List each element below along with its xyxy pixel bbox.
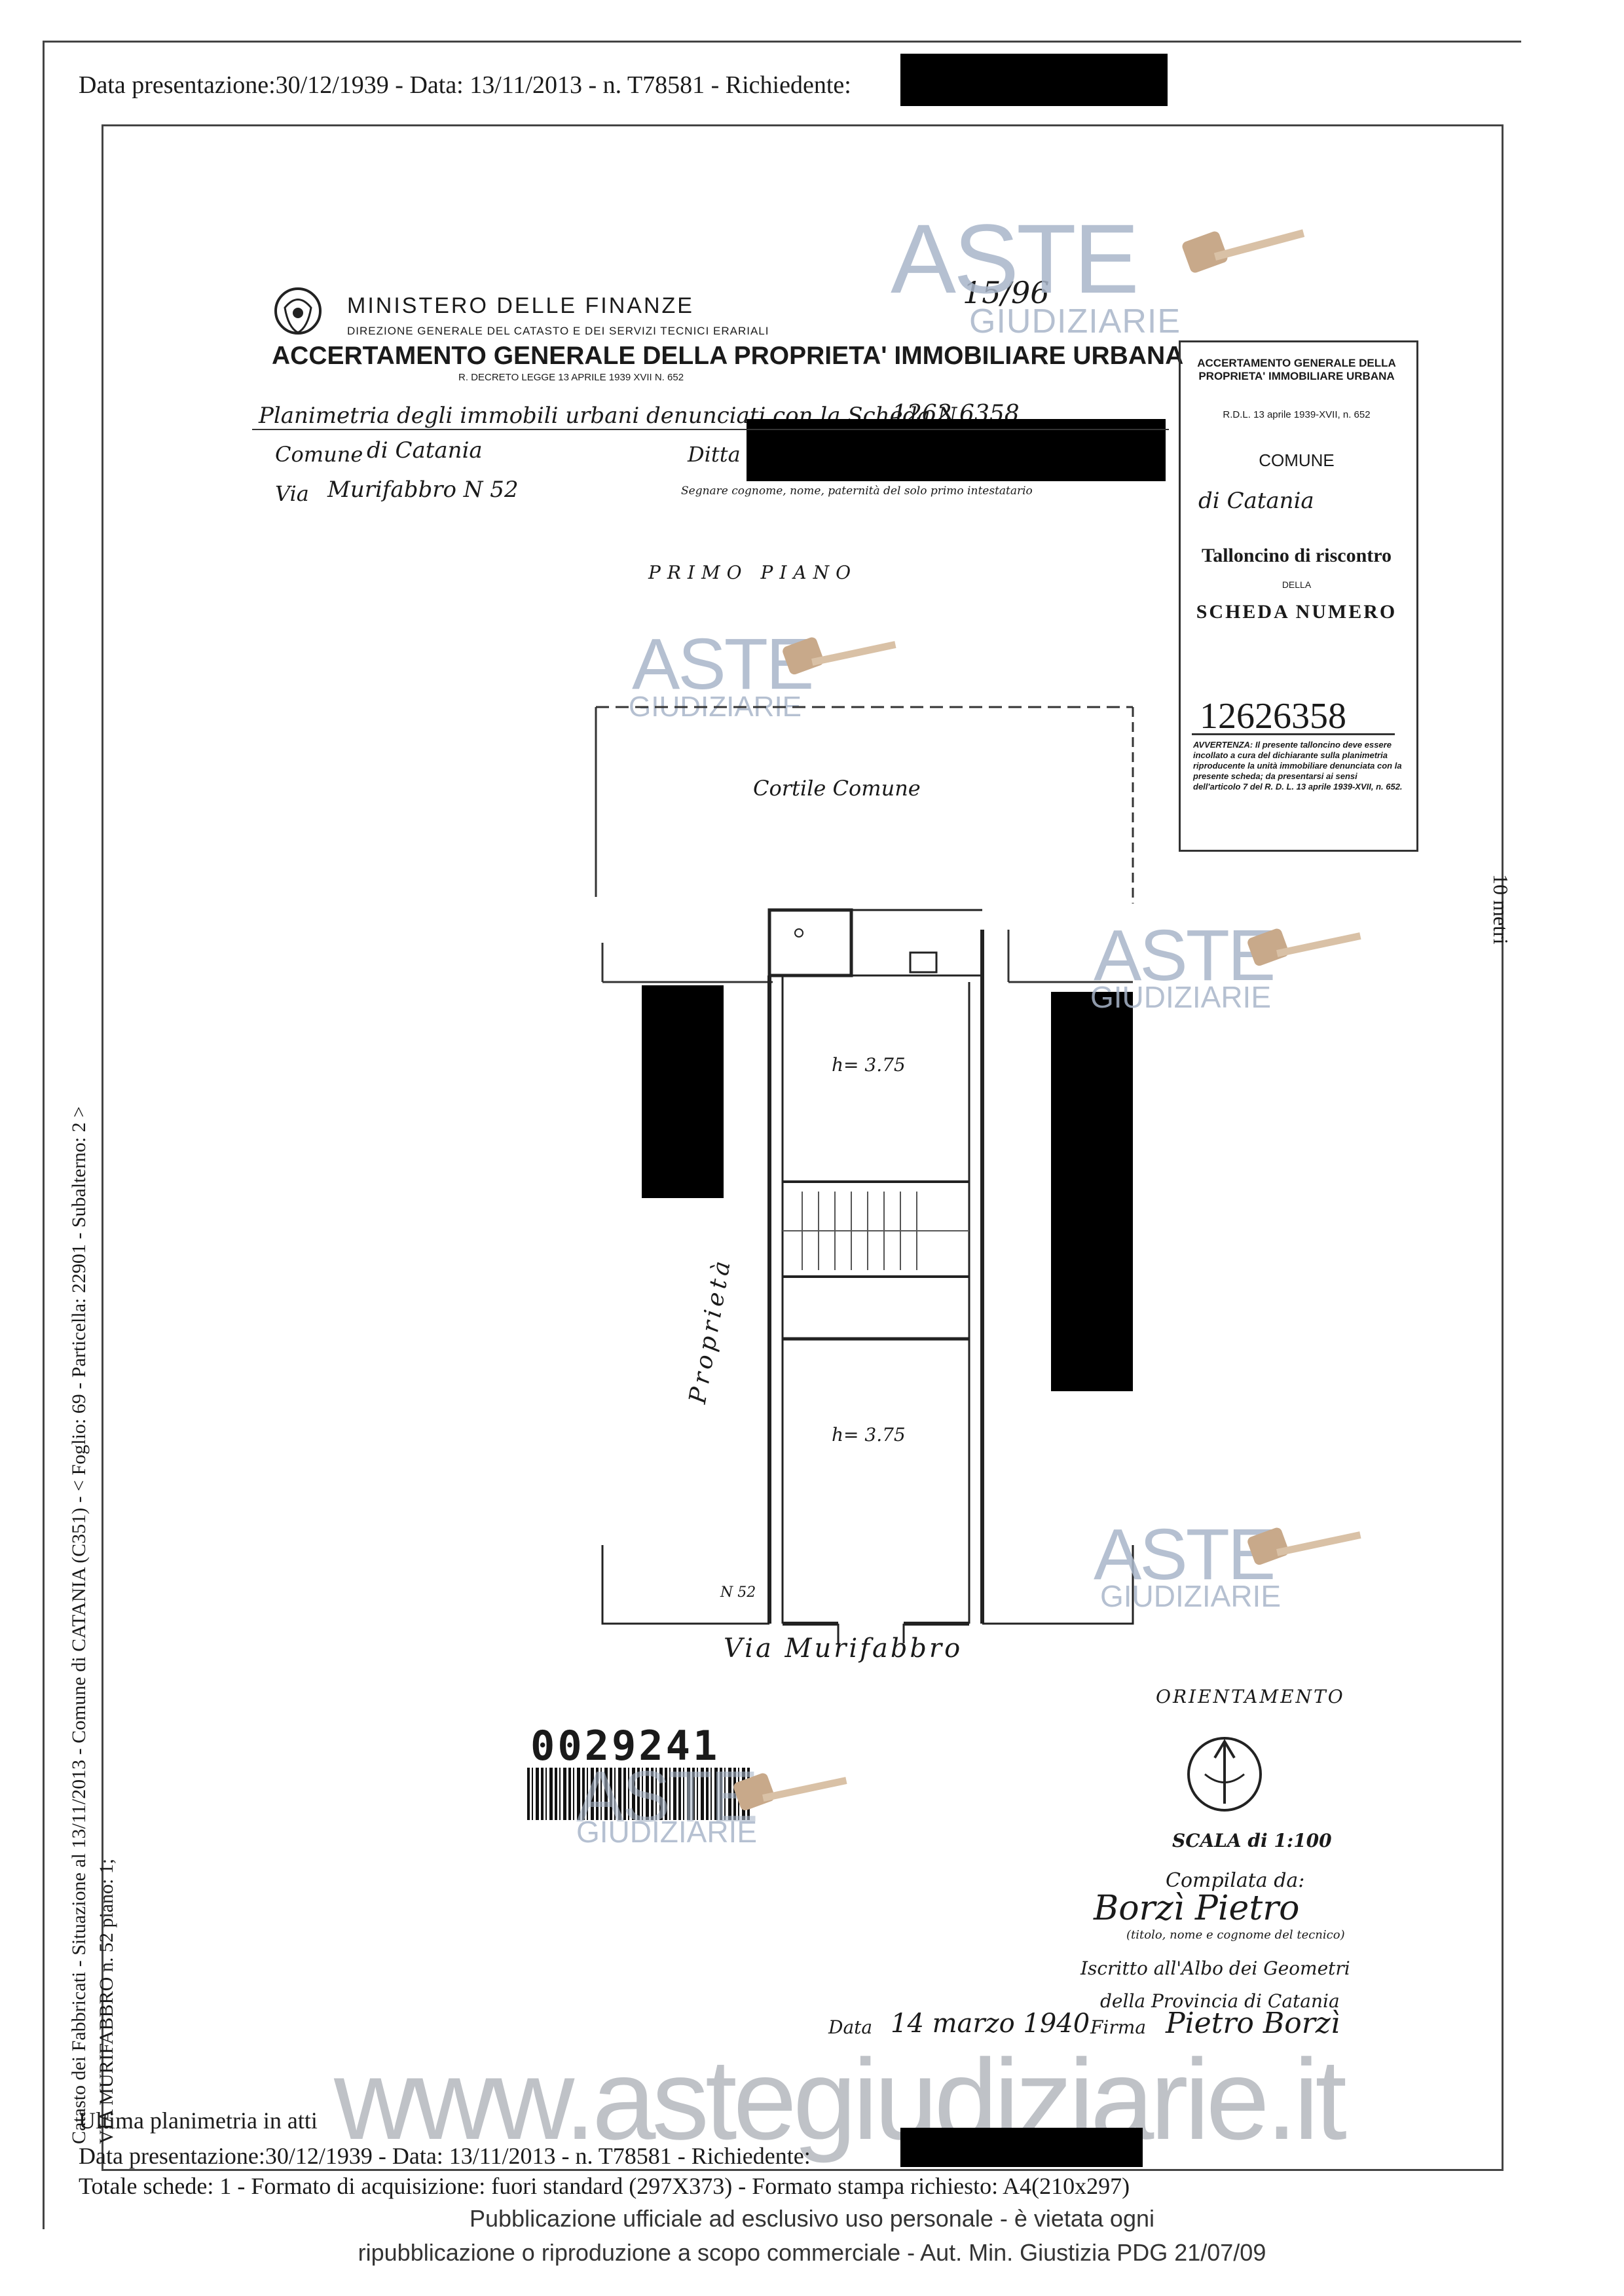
scale-note: 10 metri xyxy=(1489,874,1513,945)
owner-note: Segnare cognome, nome, paternità del sol… xyxy=(681,484,1033,498)
comune-label: Comune xyxy=(275,442,363,467)
stub-della: DELLA xyxy=(1282,579,1312,590)
scale-label: SCALA di 1:100 xyxy=(1172,1830,1332,1851)
room2-height: h= 3.75 xyxy=(832,1424,906,1446)
ministry-name: MINISTERO DELLE FINANZE xyxy=(347,293,694,318)
stub-comune-label: COMUNE xyxy=(1259,450,1335,470)
header-line: Data presentazione:30/12/1939 - Data: 13… xyxy=(79,71,851,99)
gavel-icon-4 xyxy=(1244,1522,1369,1588)
provincia-label: della Provincia di Catania xyxy=(1100,1990,1340,2012)
form-decree: R. DECRETO LEGGE 13 APRILE 1939 XVII N. … xyxy=(458,372,684,383)
watermark-aste-2: ASTE xyxy=(632,624,814,704)
via-value: Murifabbro N 52 xyxy=(327,477,519,503)
stub-heading: ACCERTAMENTO GENERALE DELLA PROPRIETA' I… xyxy=(1197,357,1396,382)
watermark-giudiziarie-4: GIUDIZIARIE xyxy=(1100,1579,1282,1613)
redaction-footer xyxy=(900,2128,1143,2167)
stub-avvertenza: AVVERTENZA: Il presente talloncino deve … xyxy=(1193,740,1403,792)
redaction-right-plan xyxy=(1051,992,1133,1391)
side-text-line1: Catasto dei Fabbricati - Situazione al 1… xyxy=(68,1106,90,2144)
inner-frame xyxy=(101,124,1504,2171)
stub-box xyxy=(1179,340,1418,852)
side-text-vertical: Catasto dei Fabbricati - Situazione al 1… xyxy=(65,684,124,2144)
footer-line1: Data presentazione:30/12/1939 - Data: 13… xyxy=(79,2143,811,2169)
handwritten-mark: 15/96 xyxy=(963,275,1050,310)
redaction-header xyxy=(900,54,1168,106)
stub-number: 12626358 xyxy=(1200,696,1346,737)
watermark-aste-1: ASTE xyxy=(891,204,1139,314)
footer-line2: Totale schede: 1 - Formato di acquisizio… xyxy=(79,2173,1130,2199)
gavel-icon-2 xyxy=(779,632,904,697)
technician-signature: Borzì Pietro xyxy=(1094,1889,1300,1928)
floor-plan-drawing xyxy=(595,706,1134,1643)
stub-decree: R.D.L. 13 aprile 1939-XVII, n. 652 xyxy=(1223,409,1371,420)
stub-scheda-numero: SCHEDA NUMERO xyxy=(1196,601,1397,623)
barcode-icon xyxy=(527,1768,750,1820)
footer-notice1: Pubblicazione ufficiale ad esclusivo uso… xyxy=(470,2205,1154,2232)
room1-height: h= 3.75 xyxy=(832,1054,906,1076)
watermark-aste-4: ASTE xyxy=(1094,1514,1276,1595)
orientation-label: ORIENTAMENTO xyxy=(1156,1686,1345,1707)
stub-tagliando: Talloncino di riscontro xyxy=(1201,545,1392,566)
barcode-number: 0029241 xyxy=(530,1722,720,1770)
courtyard-label: Cortile Comune xyxy=(753,776,921,801)
gavel-icon-1 xyxy=(1179,223,1310,301)
gavel-icon-5 xyxy=(730,1768,855,1833)
watermark-giudiziarie-1: GIUDIZIARIE xyxy=(969,302,1181,340)
compilata-label: Compilata da: xyxy=(1166,1869,1305,1892)
watermark-aste-3: ASTE xyxy=(1094,915,1276,996)
side-text-line2: VIA MURIFABBRO n. 52 piano: 1; xyxy=(96,1858,117,2144)
footer-notice2: ripubblicazione o riproduzione a scopo c… xyxy=(358,2239,1266,2266)
watermark-aste-5: ASTE xyxy=(576,1757,758,1837)
street-label: Via Murifabbro xyxy=(724,1633,963,1664)
footer-ultima: Ultima planimetria in atti xyxy=(79,2107,318,2134)
comune-value: di Catania xyxy=(367,437,483,464)
compass-icon xyxy=(1179,1728,1270,1820)
data-value: 14 marzo 1940 xyxy=(891,2009,1090,2039)
stub-number-underline xyxy=(1192,733,1395,735)
redaction-left-plan xyxy=(642,985,724,1198)
iscritto-label: Iscritto all'Albo dei Geometri xyxy=(1080,1958,1350,1979)
form-title: ACCERTAMENTO GENERALE DELLA PROPRIETA' I… xyxy=(272,342,1184,370)
watermark-giudiziarie-5: GIUDIZIARIE xyxy=(576,1815,758,1849)
watermark-site: www.astegiudiziarie.it xyxy=(334,2036,1347,2164)
ditta-label: Ditta xyxy=(688,442,741,467)
street-number-label: N 52 xyxy=(720,1584,756,1601)
via-label: Via xyxy=(275,481,309,506)
gavel-icon-3 xyxy=(1244,923,1369,989)
floor-label: PRIMO PIANO xyxy=(648,562,858,583)
firma-value: Pietro Borzì xyxy=(1166,2007,1340,2040)
stub-comune-value: di Catania xyxy=(1198,488,1314,514)
directorate-name: DIREZIONE GENERALE DEL CATASTO E DEI SER… xyxy=(347,325,769,337)
watermark-giudiziarie-3: GIUDIZIARIE xyxy=(1090,980,1272,1014)
ministry-emblem-icon xyxy=(268,282,327,344)
outer-frame xyxy=(43,41,1521,2229)
data-label: Data xyxy=(828,2016,873,2038)
firma-label: Firma xyxy=(1090,2016,1147,2038)
form-underline xyxy=(252,429,1169,430)
titolo-note: (titolo, nome e cognome del tecnico) xyxy=(1126,1928,1345,1942)
